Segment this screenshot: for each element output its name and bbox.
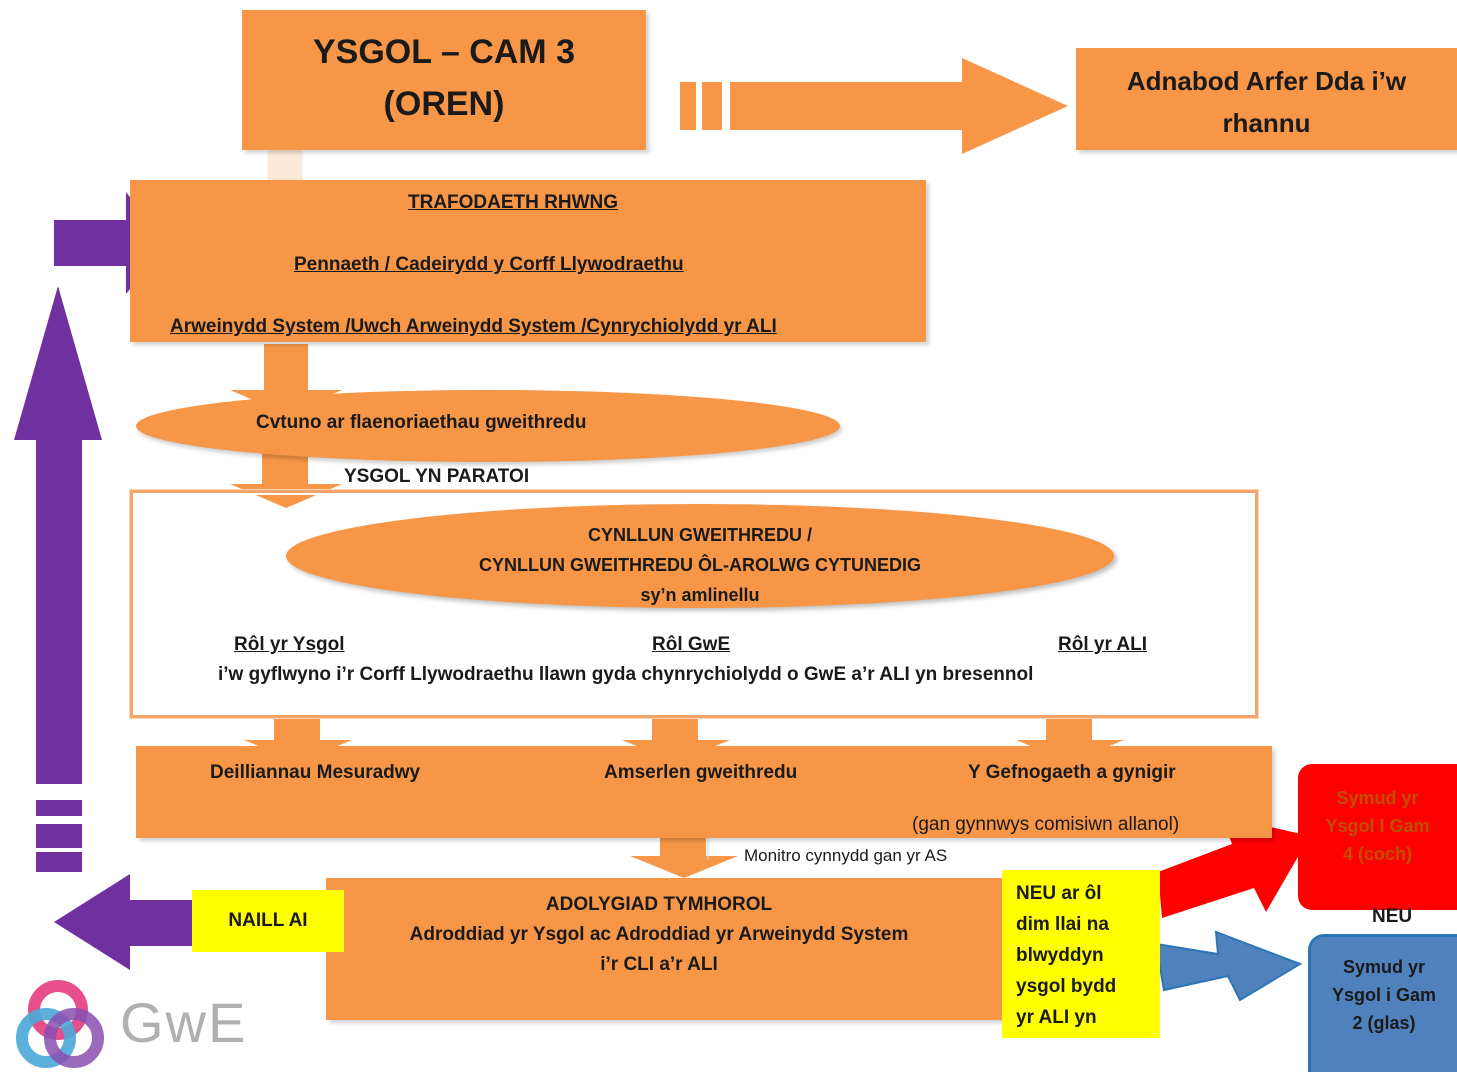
outcome-support-note: (gan gynnwys comisiwn allanol) [912, 814, 1180, 835]
school-stage-title: YSGOL – CAM 3 [313, 33, 575, 71]
review-title: ADOLYGIAD TYMHOROL [545, 894, 773, 915]
red-arrow [1158, 816, 1310, 918]
plan-ellipse: CYNLLUN GWEITHREDU / CYNLLUN GWEITHREDU … [286, 504, 1114, 608]
blue-line2: Ysgol i Gam [1331, 985, 1437, 1005]
blue-line3: 2 (glas) [1352, 1013, 1416, 1033]
or-after-box: NEU ar ôl dim llai na blwyddyn ysgol byd… [1002, 870, 1160, 1038]
priorities-label: Cvtuno ar flaenoriaethau gweithredu [256, 412, 587, 433]
gwe-logo-mark [16, 980, 104, 1068]
roles-present-line: i’w gyflwyno i’r Corff Llywodraethu llaw… [218, 664, 1034, 685]
or-after-line5: yr ALI yn [1016, 1007, 1097, 1028]
role-school: Rôl yr Ysgol [234, 634, 345, 655]
blue-stage-box: Symud yr Ysgol i Gam 2 (glas) [1308, 934, 1457, 1072]
either-box: NAILL AI [192, 890, 344, 952]
gwe-logo: GwE [12, 976, 292, 1072]
arrow-to-review [630, 838, 738, 878]
red-line2: Ysgol I Gam [1325, 816, 1430, 836]
outcome-measurable: Deilliannau Mesuradwy [210, 762, 421, 783]
outcome-timetable: Amserlen gweithredu [604, 762, 798, 783]
or-after-line2: dim llai na [1016, 914, 1109, 935]
outcome-support: Y Gefnogaeth a gynigir [968, 762, 1176, 783]
red-line3: 4 (coch) [1342, 844, 1412, 864]
good-practice-line1: Adnabod Arfer Dda i’w [1126, 66, 1407, 96]
purple-up-arrow [14, 286, 102, 872]
school-prepares-label: YSGOL YN PARATOI [344, 466, 530, 487]
discussion-participants-2: Arweinydd System /Uwch Arweinydd System … [170, 316, 777, 337]
monitor-label: Monitro cynnydd gan yr AS [744, 846, 948, 866]
outcomes-box: Deilliannau Mesuradwy Amserlen gweithred… [136, 746, 1272, 838]
review-recipients: i’r CLI a’r ALI [600, 954, 718, 975]
red-line1: Symud yr [1336, 788, 1419, 808]
discussion-box: TRAFODAETH RHWNG Pennaeth / Cadeirydd y … [130, 180, 926, 342]
plan-frame [130, 490, 1258, 718]
school-stage-box: YSGOL – CAM 3 (OREN) [242, 10, 646, 150]
school-stage-subtitle: (OREN) [383, 85, 505, 123]
purple-left-arrow [54, 874, 196, 970]
role-ali: Rôl yr ALI [1058, 634, 1148, 655]
plan-line2: CYNLLUN GWEITHREDU ÔL-AROLWG CYTUNEDIG [479, 555, 921, 575]
good-practice-line2: rhannu [1222, 108, 1311, 138]
priorities-ellipse: Cvtuno ar flaenoriaethau gweithredu [136, 390, 840, 462]
blue-line1: Symud yr [1342, 957, 1426, 977]
arrow-to-good-practice [680, 58, 1068, 154]
or-after-line4: ysgol bydd [1016, 976, 1117, 997]
or-label: NEU [1372, 906, 1413, 927]
role-gwe: Rôl GwE [652, 634, 731, 655]
plan-line1: CYNLLUN GWEITHREDU / [588, 525, 812, 545]
red-stage-box: Symud yr Ysgol I Gam 4 (coch) [1298, 764, 1457, 910]
or-after-line3: blwyddyn [1016, 945, 1104, 966]
review-reports: Adroddiad yr Ysgol ac Adroddiad yr Arwei… [409, 924, 909, 945]
plan-line3: sy’n amlinellu [640, 585, 760, 605]
or-after-line1: NEU ar ôl [1016, 883, 1102, 904]
gwe-logo-text: GwE [120, 991, 248, 1054]
good-practice-box: Adnabod Arfer Dda i’w rhannu [1076, 48, 1457, 150]
discussion-heading: TRAFODAETH RHWNG [408, 192, 619, 213]
blue-arrow [1154, 930, 1303, 1002]
either-label: NAILL AI [228, 910, 308, 931]
discussion-participants-1: Pennaeth / Cadeirydd y Corff Llywodraeth… [294, 254, 684, 275]
